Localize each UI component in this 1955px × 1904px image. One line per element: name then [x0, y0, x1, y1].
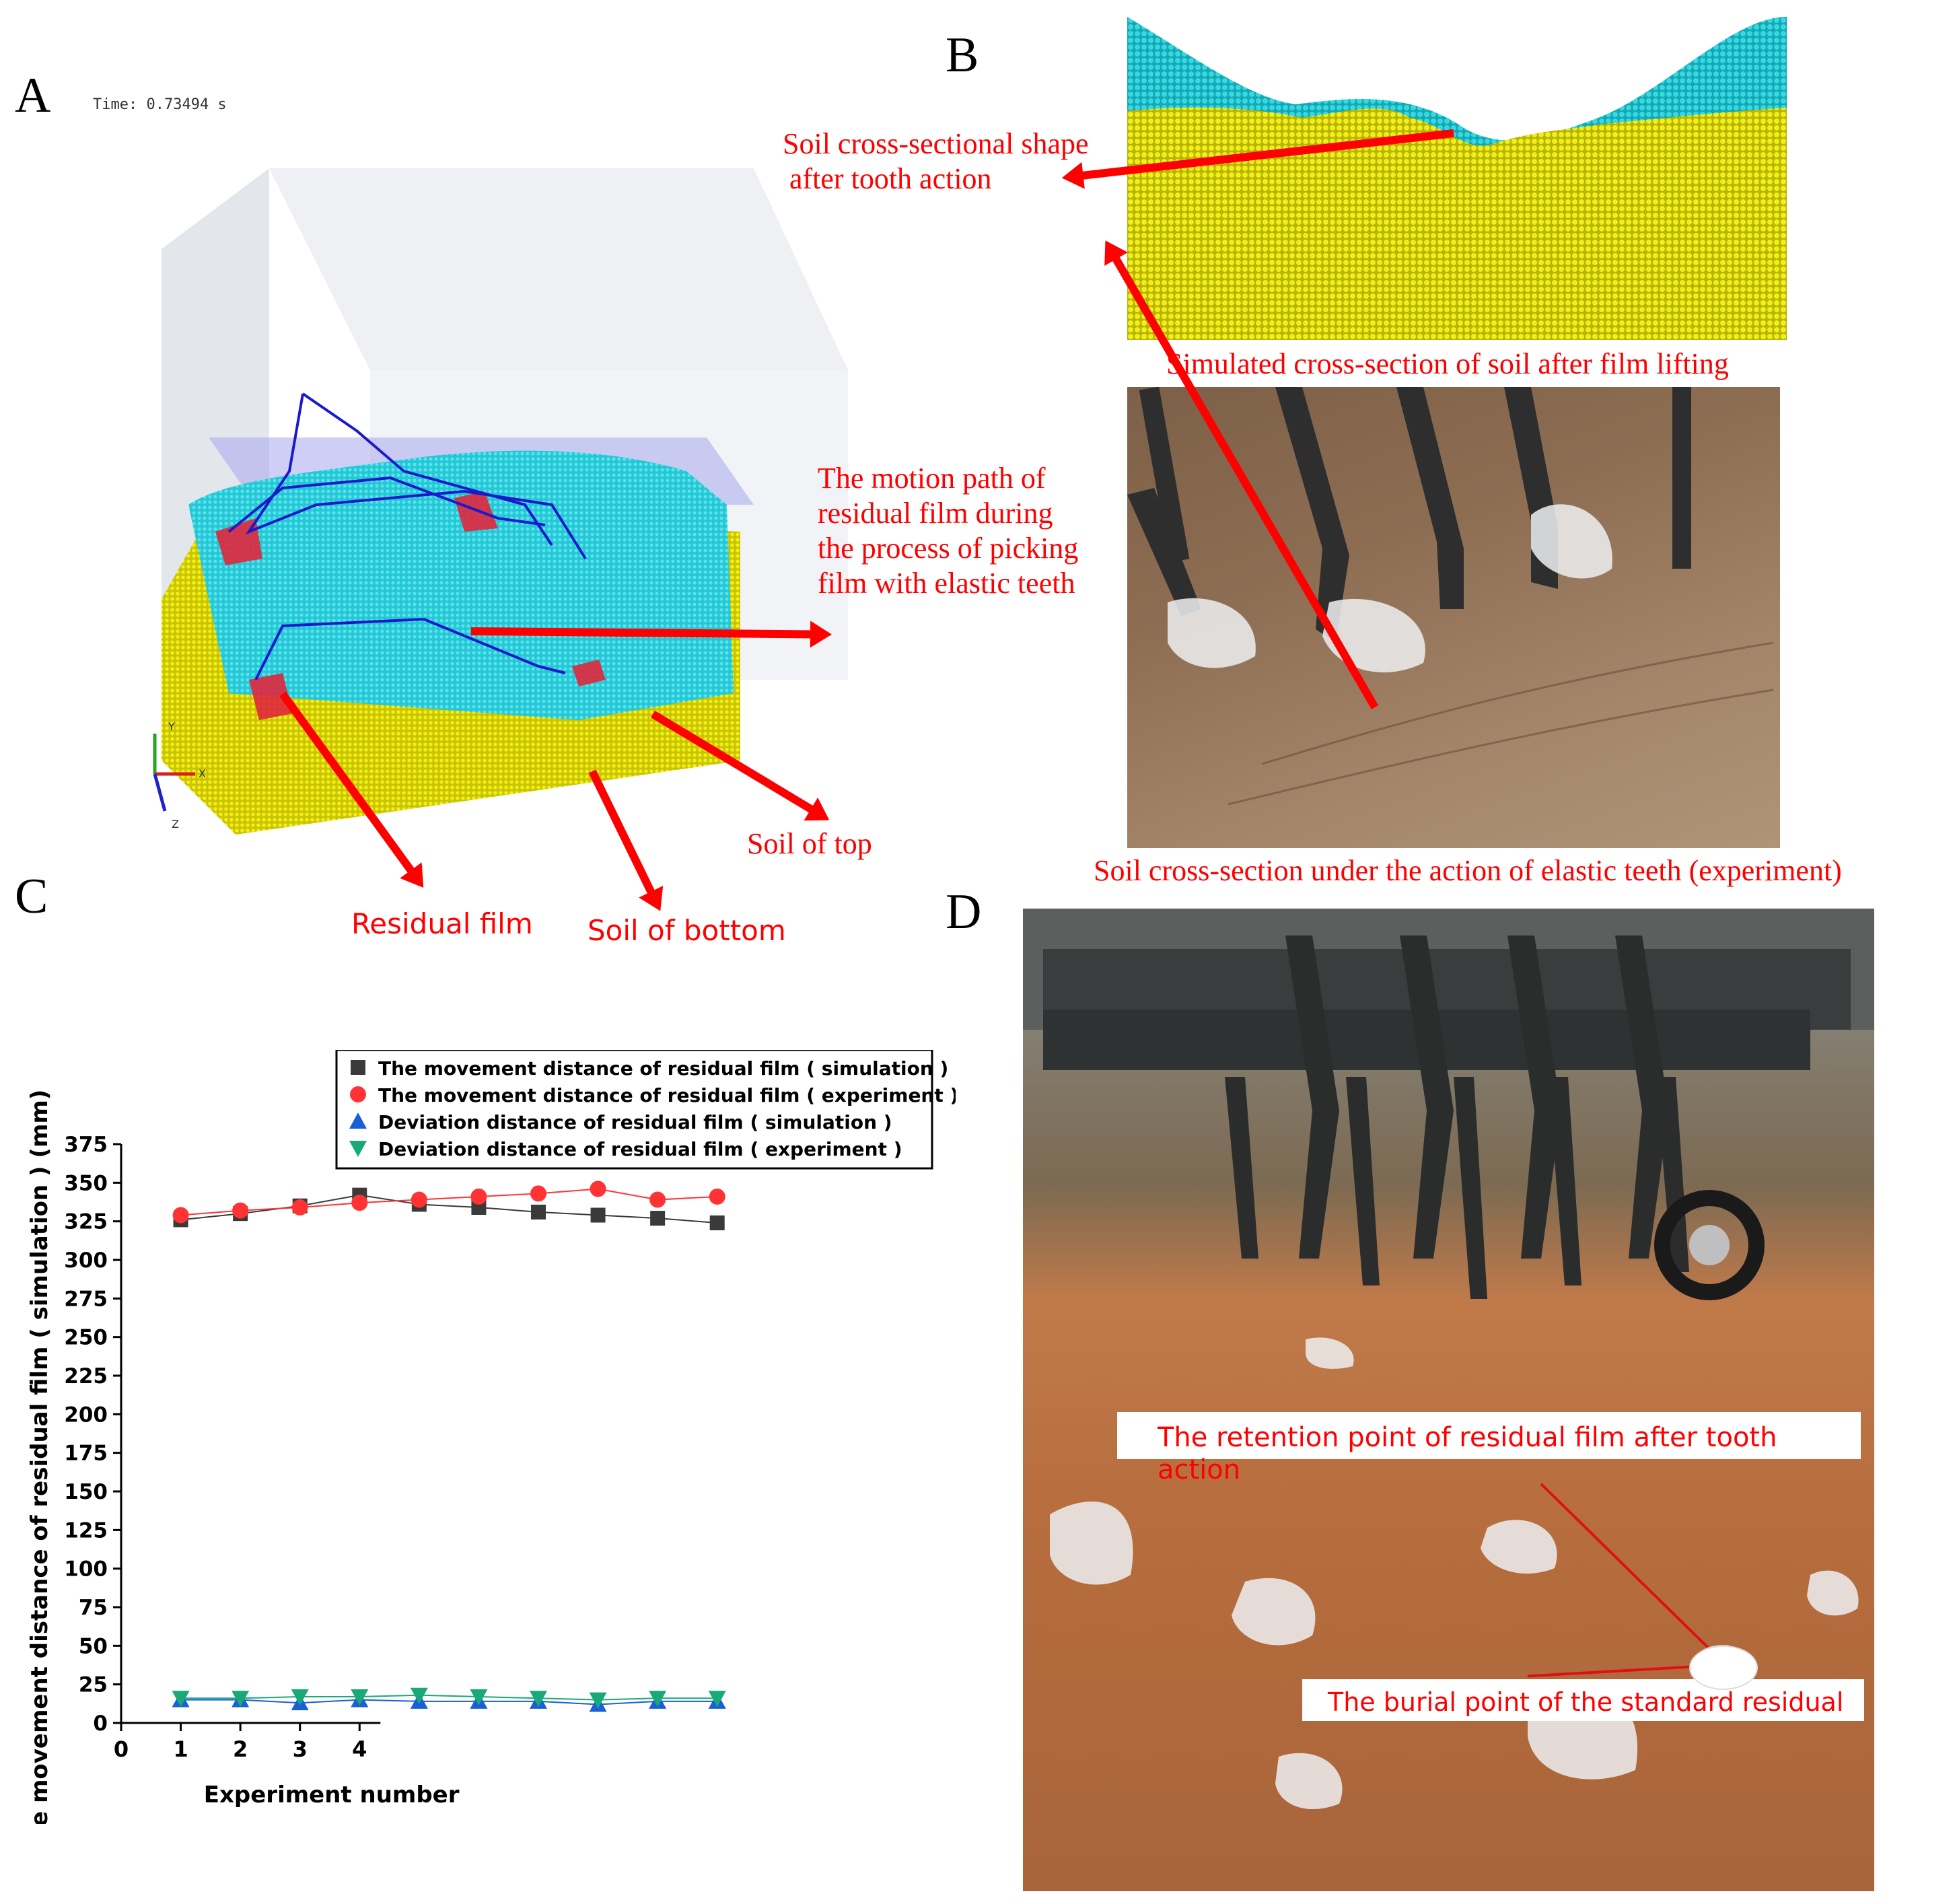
data-point	[172, 1691, 190, 1707]
x-tick-label: 0	[114, 1736, 129, 1762]
burial-point-marker	[1689, 1646, 1758, 1690]
y-tick-label: 250	[64, 1326, 108, 1350]
legend-entry: The movement distance of residual film (…	[378, 1057, 948, 1080]
y-tick-label: 125	[64, 1518, 108, 1543]
y-tick-label: 325	[64, 1210, 108, 1234]
label-shape-line-1: Soil cross-sectional shape	[783, 127, 1089, 160]
data-point	[709, 1215, 725, 1230]
data-point	[709, 1188, 725, 1205]
data-point	[708, 1691, 726, 1707]
data-point	[590, 1180, 606, 1197]
data-point	[410, 1687, 428, 1704]
data-point	[470, 1188, 487, 1205]
label-motion-path-line-3: the process of picking	[818, 531, 1079, 565]
series-line	[180, 1694, 717, 1701]
series-3	[172, 1687, 726, 1709]
data-point	[411, 1191, 427, 1208]
label-motion-path-line-2: residual film during	[818, 496, 1053, 530]
x-tick-label: 2	[233, 1736, 248, 1762]
legend-entry: Deviation distance of residual film ( ex…	[378, 1138, 902, 1160]
chart-legend: The movement distance of residual film (…	[335, 1050, 956, 1170]
data-point	[531, 1204, 546, 1220]
y-tick-label: 0	[93, 1712, 108, 1736]
data-point	[530, 1185, 546, 1202]
label-experiment-section: Soil cross-section under the action of e…	[1094, 854, 1842, 887]
label-soil-bottom: Soil of bottom	[588, 914, 786, 947]
y-tick-label: 25	[79, 1673, 108, 1697]
series-2	[172, 1691, 726, 1712]
label-motion-path-line-4: film with elastic teeth	[818, 566, 1075, 600]
label-motion-path-line-1: The motion path of	[818, 462, 1046, 495]
dem-simulation-render	[153, 168, 848, 835]
data-point	[172, 1207, 189, 1224]
label-shape: Soil cross-sectional shape after tooth a…	[783, 127, 1133, 197]
data-point	[649, 1691, 667, 1707]
legend-marker	[349, 1113, 367, 1129]
legend-entry: Deviation distance of residual film ( si…	[378, 1111, 892, 1133]
series-line	[180, 1188, 717, 1216]
x-tick-label: 4	[352, 1736, 367, 1762]
panel-b-letter: B	[946, 28, 979, 83]
data-point	[351, 1689, 369, 1706]
y-tick-label: 225	[64, 1364, 108, 1388]
label-simulated-section: Simulated cross-section of soil after fi…	[1166, 347, 1729, 380]
panel-d-letter: D	[946, 884, 982, 940]
movement-distance-chart: 0 25 50 75 100 125 150 175 200 225 250 275 300 325 350…	[26, 1050, 956, 1824]
label-burial: The burial point of the standard residua…	[1328, 1687, 1844, 1717]
label-motion-path: The motion path of residual film during …	[818, 461, 1134, 601]
y-tick-label: 200	[64, 1403, 108, 1427]
data-point	[649, 1191, 666, 1208]
y-tick-label: 100	[64, 1557, 108, 1582]
series-0	[173, 1187, 725, 1230]
panel-a-letter: A	[15, 68, 51, 123]
y-tick-label: 275	[64, 1287, 108, 1311]
simulation-time: Time: 0.73494 s	[93, 96, 227, 113]
panel-c-letter: C	[15, 869, 48, 924]
data-point	[291, 1689, 309, 1706]
data-point	[530, 1691, 547, 1707]
label-retention: The retention point of residual film aft…	[1158, 1422, 1777, 1485]
legend-marker	[350, 1086, 366, 1102]
chart-y-axis-label: The movement distance of residual film (…	[26, 1090, 53, 1824]
data-point	[590, 1207, 606, 1223]
chart-series	[172, 1180, 726, 1712]
series-line	[180, 1194, 717, 1224]
simulated-cross-section	[1127, 17, 1787, 340]
data-point	[650, 1211, 666, 1226]
x-tick-label: 1	[173, 1736, 188, 1762]
label-soil-top: Soil of top	[747, 827, 872, 860]
experiment-photo-d	[1023, 909, 1874, 1891]
data-point	[351, 1195, 368, 1211]
y-tick-label: 375	[64, 1133, 108, 1157]
burial-label-box: The burial point of the standard residua…	[1302, 1679, 1864, 1721]
data-point	[232, 1691, 250, 1707]
chart-x-axis-label: Experiment number	[204, 1782, 460, 1808]
y-tick-label: 150	[64, 1480, 108, 1504]
legend-marker	[351, 1060, 365, 1075]
data-point	[470, 1689, 488, 1706]
axis-x-label: X	[199, 767, 206, 780]
series-line	[180, 1699, 717, 1705]
retention-label-box: The retention point of residual film aft…	[1117, 1412, 1861, 1485]
y-tick-label: 350	[64, 1171, 108, 1195]
series-1	[172, 1180, 725, 1224]
y-tick-label: 75	[79, 1596, 108, 1620]
axis-y-label: Y	[168, 720, 175, 733]
legend-marker	[349, 1141, 367, 1157]
y-tick-label: 50	[79, 1634, 108, 1658]
y-tick-label: 175	[64, 1442, 108, 1466]
axis-z-label: Z	[172, 818, 179, 831]
label-residual-film: Residual film	[351, 907, 533, 940]
legend-entry: The movement distance of residual film (…	[378, 1084, 956, 1106]
y-tick-label: 300	[64, 1248, 108, 1273]
label-shape-line-2: after tooth action	[789, 162, 992, 195]
legend-box	[335, 1050, 933, 1170]
chart-axes: 0 25 50 75 100 125 150 175 200 225 250 275 300 325 350…	[64, 1133, 381, 1762]
data-point	[232, 1202, 249, 1219]
x-tick-label: 3	[293, 1736, 308, 1762]
data-point	[291, 1199, 308, 1216]
data-point	[589, 1692, 607, 1709]
